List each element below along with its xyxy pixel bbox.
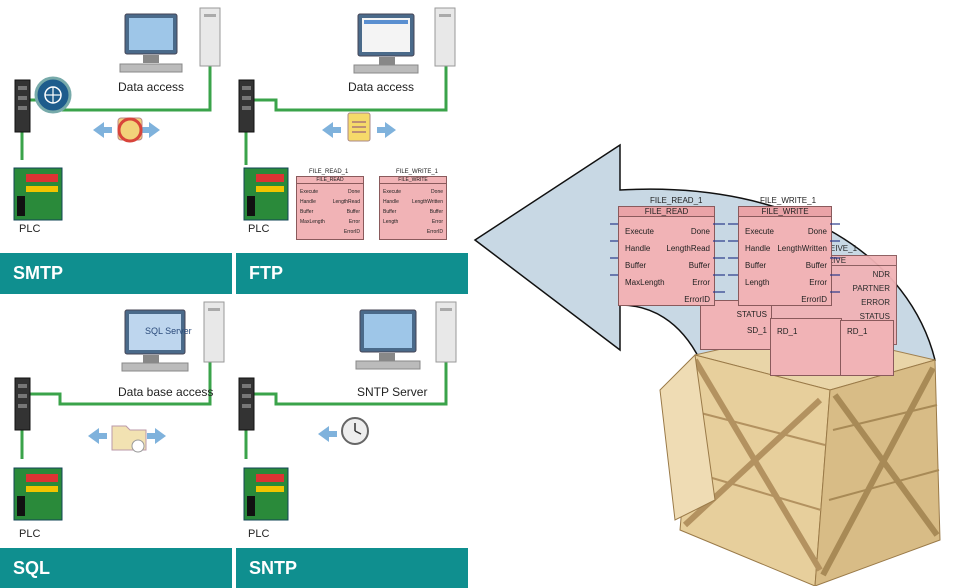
pin: Buffer	[805, 261, 827, 270]
pin: NDR	[872, 270, 890, 279]
sql-server-screen-label: SQL Server	[145, 326, 192, 336]
file-read-block: FILE_READ Execute Handle Buffer MaxLengt…	[618, 206, 715, 306]
pin: Done	[348, 189, 360, 195]
pin: STATUS	[736, 310, 767, 319]
pin: Buffer	[688, 261, 710, 270]
ftp-diagram	[238, 7, 456, 221]
ftp-write-outputs: Done LengthWritten Buffer Error ErrorID	[412, 187, 443, 237]
tcp-block-a: RD_1	[770, 318, 842, 376]
data-access-label: Data access	[348, 80, 415, 94]
receive-outputs: NDR PARTNER ERROR STATUS	[853, 268, 891, 324]
ftp-read-inputs: Execute Handle Buffer MaxLength	[300, 187, 325, 227]
tcp-block-b: RD_1	[840, 320, 894, 376]
file-read-instance: FILE_READ_1	[650, 196, 703, 205]
file-write-outputs: Done LengthWritten Buffer Error ErrorID	[777, 223, 827, 308]
pin: Execute	[383, 189, 402, 195]
pin: Handle	[625, 244, 651, 253]
block-pin-wires	[610, 223, 840, 293]
ftp-panel: FILE_READ_1 FILE_READ Execute Handle Buf…	[236, 0, 468, 294]
file-read-type: FILE_READ	[619, 207, 714, 217]
pin: ErrorID	[426, 229, 443, 235]
smtp-panel: Data access PLC SMTP	[0, 0, 232, 294]
sntp-diagram	[238, 301, 457, 521]
file-write-inputs: Execute Handle Buffer Length	[745, 223, 774, 291]
pin: ErrorID	[343, 229, 360, 235]
ftp-read-type: FILE_READ	[297, 177, 363, 184]
ftp-banner: FTP	[236, 253, 468, 294]
pin: Error	[692, 278, 710, 287]
plc-label: PLC	[19, 223, 41, 235]
send-block: STATUS SD_1	[700, 300, 772, 350]
pin: LengthRead	[666, 244, 710, 253]
sntp-banner: SNTP	[236, 548, 468, 588]
pin: Error	[809, 278, 827, 287]
pin: SD_1	[746, 326, 767, 335]
pin: STATUS	[859, 312, 890, 321]
pin: Buffer	[625, 261, 647, 270]
file-read-outputs: Done LengthRead Buffer Error ErrorID	[666, 223, 710, 308]
smtp-banner: SMTP	[0, 253, 232, 294]
file-write-instance: FILE_WRITE_1	[760, 196, 817, 205]
ftp-write-block: FILE_WRITE Execute Handle Buffer Length …	[379, 176, 447, 240]
pin: Error	[431, 219, 443, 225]
ftp-read-outputs: Done LengthRead Buffer Error ErrorID	[333, 187, 360, 237]
plc-label: PLC	[248, 528, 270, 540]
pin: Buffer	[745, 261, 767, 270]
sql-diagram	[13, 301, 225, 521]
pin: MaxLength	[300, 219, 325, 225]
pin: Handle	[745, 244, 771, 253]
pin: Length	[745, 278, 770, 287]
plc-label: PLC	[19, 528, 41, 540]
ftp-write-instance: FILE_WRITE_1	[396, 169, 439, 175]
sql-panel: SQL Server Data base access PLC SQL	[0, 294, 232, 588]
sntp-panel: SNTP Server PLC SNTP	[236, 294, 468, 588]
plc-label: PLC	[248, 223, 270, 235]
pin: MaxLength	[625, 278, 665, 287]
pin: Buffer	[346, 209, 360, 215]
ftp-write-type: FILE_WRITE	[380, 177, 446, 184]
pin: Buffer	[383, 209, 397, 215]
pin: LengthWritten	[777, 244, 827, 253]
send-labels: STATUS SD_1	[737, 307, 767, 339]
pin: Done	[690, 227, 710, 236]
pin: Done	[431, 189, 443, 195]
file-write-block: FILE_WRITE Execute Handle Buffer Length …	[738, 206, 832, 306]
pin: RD_1	[847, 327, 868, 336]
pin: RD_1	[777, 327, 798, 336]
pin: ERROR	[861, 298, 890, 307]
sql-banner: SQL	[0, 548, 232, 588]
receive-instance: RECEIVE_1	[813, 244, 858, 253]
sntp-server-label: SNTP Server	[357, 385, 428, 399]
pin: Execute	[745, 227, 774, 236]
pin: PARTNER	[852, 284, 891, 293]
pin: ErrorID	[801, 295, 827, 304]
pin: ErrorID	[684, 295, 710, 304]
pin: Handle	[383, 199, 399, 205]
pin: Execute	[625, 227, 654, 236]
pin: LengthRead	[332, 199, 360, 205]
pin: Length	[383, 219, 399, 225]
pin: Done	[807, 227, 827, 236]
pin: Execute	[300, 189, 319, 195]
pin: Error	[348, 219, 360, 225]
pin: LengthWritten	[411, 199, 443, 205]
file-write-type: FILE_WRITE	[739, 207, 831, 217]
smtp-diagram	[13, 7, 221, 221]
ftp-read-instance: FILE_READ_1	[309, 169, 349, 175]
file-read-inputs: Execute Handle Buffer MaxLength	[625, 223, 665, 291]
ftp-write-inputs: Execute Handle Buffer Length	[383, 187, 401, 227]
data-access-label: Data access	[118, 80, 185, 94]
pin: Buffer	[300, 209, 314, 215]
pin: Buffer	[429, 209, 443, 215]
data-base-access-label: Data base access	[118, 385, 214, 399]
ftp-read-block: FILE_READ Execute Handle Buffer MaxLengt…	[296, 176, 364, 240]
pin: Handle	[300, 199, 316, 205]
